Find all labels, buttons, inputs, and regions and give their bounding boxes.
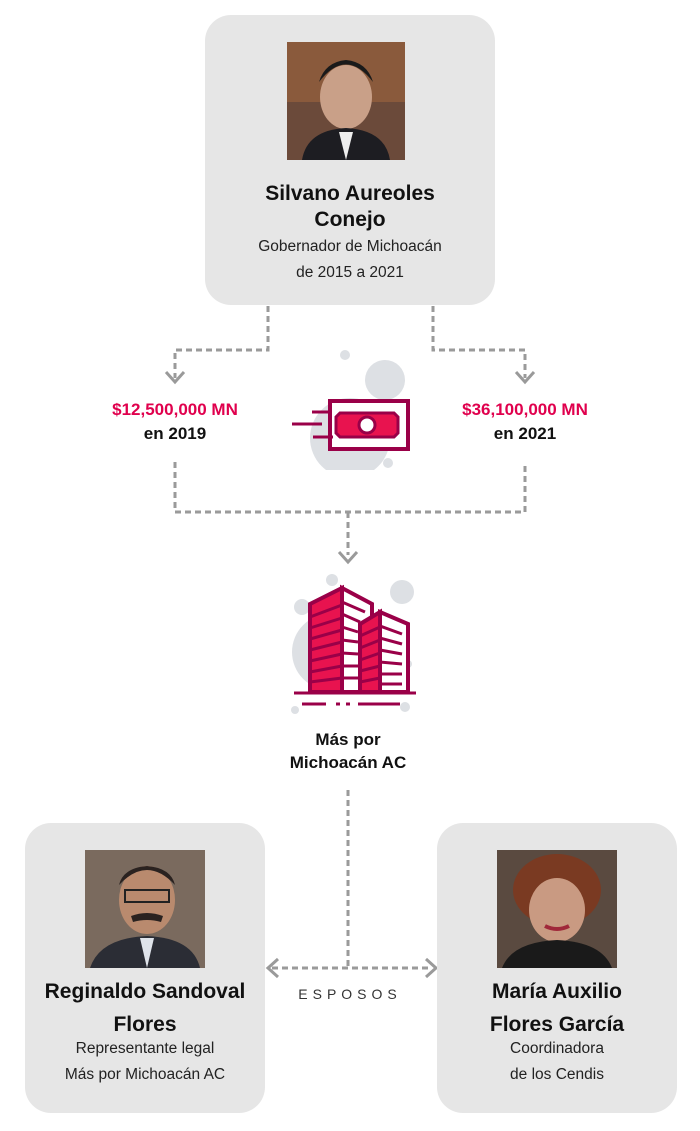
building-icon bbox=[291, 574, 416, 714]
right-person-photo bbox=[497, 850, 617, 968]
arrow-down-icon bbox=[164, 370, 186, 385]
connector-right-top bbox=[431, 306, 527, 378]
connector-merge bbox=[173, 462, 527, 555]
top-person-photo bbox=[287, 42, 405, 160]
left-person-photo bbox=[85, 850, 205, 968]
connector-left-top bbox=[173, 306, 270, 378]
arrow-right-icon bbox=[424, 957, 439, 979]
money-icon bbox=[292, 350, 410, 470]
arrow-left-icon bbox=[265, 957, 280, 979]
relation-label: ESPOSOS bbox=[298, 986, 402, 1002]
arrow-down-icon bbox=[337, 550, 359, 565]
arrow-down-icon bbox=[514, 370, 536, 385]
